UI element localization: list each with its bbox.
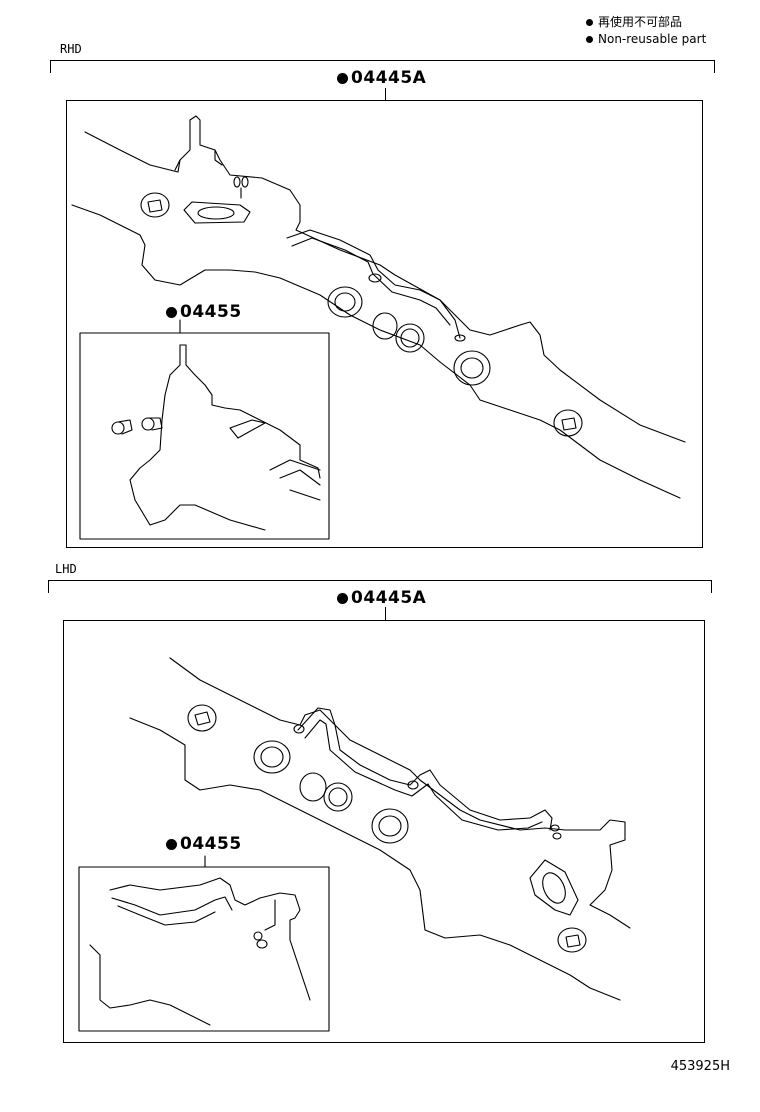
rhd-pinion-valve-drawing xyxy=(111,344,321,531)
lhd-pinion-valve-drawing xyxy=(89,877,311,1026)
lhd-kit-part-number: 04445A xyxy=(351,588,427,608)
rhd-kit-leader xyxy=(385,88,386,100)
rhd-kit-part-number: 04445A xyxy=(351,68,427,88)
bullet-icon xyxy=(586,36,593,43)
legend-row-jp: 再使用不可部品 xyxy=(586,14,706,31)
non-reusable-bullet-icon xyxy=(166,838,177,850)
bullet-icon xyxy=(586,19,593,26)
lhd-bracket xyxy=(48,580,712,593)
lhd-kit-leader xyxy=(385,607,386,620)
rhd-label: RHD xyxy=(60,42,82,56)
rhd-sub-callout[interactable]: 04455 xyxy=(166,302,242,322)
legend: 再使用不可部品 Non-reusable part xyxy=(586,14,706,48)
diagram-code: 453925H xyxy=(670,1059,730,1074)
legend-jp-text: 再使用不可部品 xyxy=(598,15,683,29)
lhd-kit-callout[interactable]: 04445A xyxy=(337,588,426,608)
rhd-kit-callout[interactable]: 04445A xyxy=(337,68,426,88)
legend-en-text: Non-reusable part xyxy=(598,32,707,46)
lhd-label: LHD xyxy=(55,562,77,576)
rhd-rack-housing-drawing xyxy=(71,115,686,499)
lhd-sub-part-number: 04455 xyxy=(180,834,242,854)
non-reusable-bullet-icon xyxy=(337,592,348,604)
lhd-rack-housing-drawing xyxy=(129,657,631,1001)
rhd-sub-part-number: 04455 xyxy=(180,302,242,322)
lhd-sub-callout[interactable]: 04455 xyxy=(166,834,242,854)
rhd-bracket xyxy=(50,60,715,73)
non-reusable-bullet-icon xyxy=(337,72,348,84)
non-reusable-bullet-icon xyxy=(166,306,177,318)
legend-row-en: Non-reusable part xyxy=(586,31,706,48)
